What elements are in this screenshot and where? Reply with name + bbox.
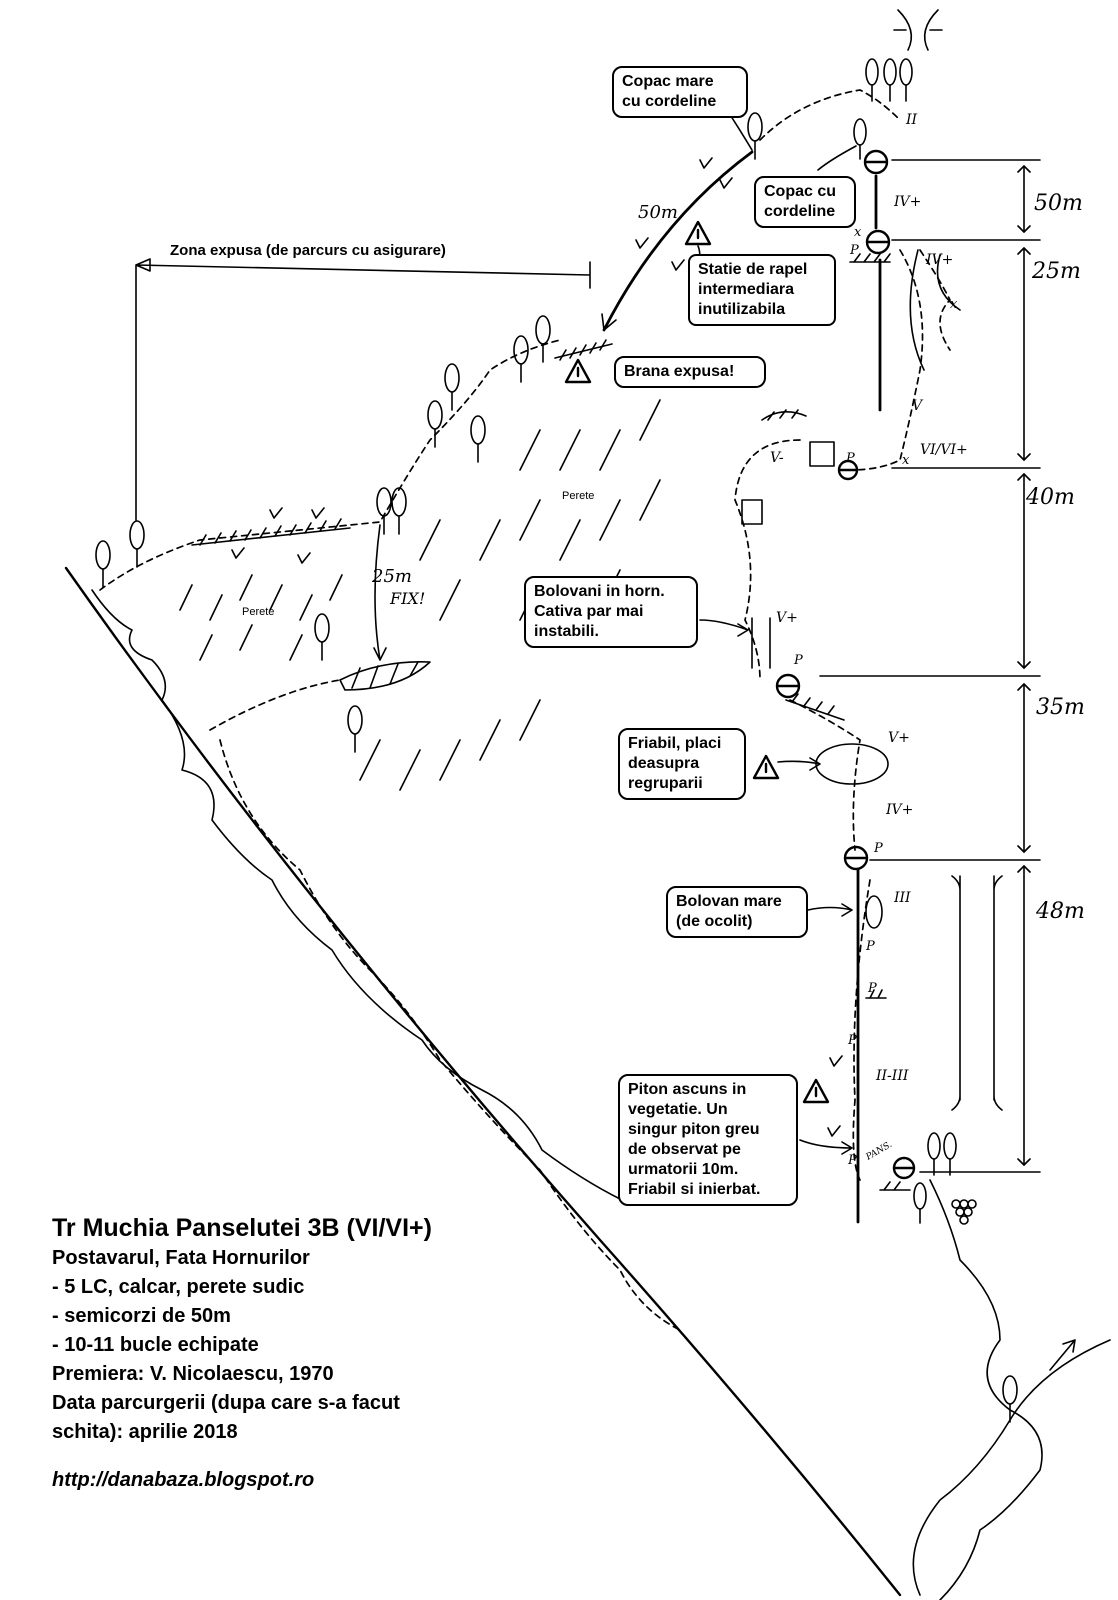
bolt-mark: x <box>854 225 862 240</box>
pitch-length-2: 25m <box>1031 259 1081 284</box>
valley-ridge-right <box>900 1180 1042 1600</box>
callout-big-boulder: Bolovan mare (de ocolit) <box>666 886 808 938</box>
pitch-length-scale <box>820 160 1040 1172</box>
callout-text: Statie de rapel <box>698 260 826 280</box>
pitch-length-1: 50m <box>1034 191 1083 216</box>
grade-label: IV+ <box>925 252 953 268</box>
callout-text: Copac cu <box>764 182 846 202</box>
pitch-length-3: 40m <box>1025 485 1075 510</box>
vegetation-cluster <box>952 1200 976 1224</box>
info-line: Postavarul, Fata Hornurilor <box>52 1244 572 1273</box>
fix-rope-line <box>374 525 386 660</box>
grade-label: V+ <box>888 730 910 746</box>
traverse-ledge <box>192 519 350 545</box>
callout-friable: Friabil, placi deasupra regruparii <box>618 728 746 800</box>
upper-traverse-path <box>100 340 560 590</box>
bolt-mark: x <box>902 453 910 468</box>
summit-gateway-symbol <box>894 10 942 50</box>
info-line: - 5 LC, calcar, perete sudic <box>52 1273 572 1302</box>
rappel-landing-ledge <box>340 662 430 690</box>
callout-text: deasupra <box>628 754 736 774</box>
callout-text: singur piton greu <box>628 1120 788 1140</box>
exposed-zone-bracket <box>136 259 590 520</box>
callout-text: Friabil, placi <box>628 734 736 754</box>
friable-zone <box>816 744 888 784</box>
callout-text: Friabil si inierbat. <box>628 1180 788 1200</box>
piton-mark: P <box>865 939 875 954</box>
piton-mark: P <box>847 1033 857 1048</box>
piton-mark: P <box>847 1153 857 1168</box>
callout-text: instabili. <box>534 622 688 642</box>
warning-icons <box>566 222 828 1102</box>
callout-text: urmatorii 10m. <box>628 1160 788 1180</box>
rappel-fix-label: FIX! <box>389 589 425 608</box>
pansy-mark: PANS. <box>864 1140 895 1163</box>
grade-label: V+ <box>776 610 798 626</box>
callout-text: de observat pe <box>628 1140 788 1160</box>
piton-mark: P <box>867 981 877 996</box>
info-line: Premiera: V. Nicolaescu, 1970 <box>52 1360 572 1389</box>
wall-label: Perete <box>562 490 594 502</box>
grade-label: V- <box>770 450 784 466</box>
exposed-zone-label: Zona expusa (de parcurs cu asigurare) <box>170 242 446 259</box>
callout-boulders: Bolovani in horn. Cativa par mai instabi… <box>524 576 698 648</box>
callout-text: (de ocolit) <box>676 912 798 932</box>
grade-label: VI/VI+ <box>920 442 968 458</box>
grade-label: V <box>912 398 924 414</box>
callout-text: Bolovani in horn. <box>534 582 688 602</box>
piton-mark: P <box>845 451 855 466</box>
grade-label: III <box>893 890 911 906</box>
route-info-block: Tr Muchia Panselutei 3B (VI/VI+) Postava… <box>52 1212 572 1492</box>
callout-text: vegetatie. Un <box>628 1100 788 1120</box>
callout-text: cu cordeline <box>622 92 738 112</box>
callout-text: Copac mare <box>622 72 738 92</box>
summit-path <box>760 90 900 140</box>
grade-label: IV+ <box>885 802 913 818</box>
pitch-length-4: 35m <box>1036 695 1085 720</box>
wall-label: Perete <box>242 606 274 618</box>
callout-exposed-ledge: Brana expusa! <box>614 356 766 388</box>
main-route <box>735 176 1002 1222</box>
rappel-length-25m: 25m <box>371 566 412 587</box>
callout-text: regruparii <box>628 774 736 794</box>
callout-big-tree: Copac mare cu cordeline <box>612 66 748 118</box>
grade-label: II <box>905 112 918 128</box>
info-line: - 10-11 bucle echipate <box>52 1331 572 1360</box>
callout-rappel-station: Statie de rapel intermediara inutilizabi… <box>688 254 836 326</box>
callout-text: Bolovan mare <box>676 892 798 912</box>
valley-ridge-far <box>913 1340 1110 1595</box>
chimney-block <box>742 500 762 524</box>
info-line: schita): aprilie 2018 <box>52 1418 572 1447</box>
callout-text: intermediara <box>698 280 826 300</box>
info-line: - semicorzi de 50m <box>52 1302 572 1331</box>
piton-mark: P <box>849 243 859 258</box>
ridge-edge-rough <box>92 590 622 1200</box>
bolt-mark: x <box>950 297 958 312</box>
info-line: Data parcurgerii (dupa care s-a facut <box>52 1389 572 1418</box>
route-ledges <box>762 254 910 1190</box>
callout-hidden-piton: Piton ascuns in vegetatie. Un singur pit… <box>618 1074 798 1206</box>
grade-label: II-III <box>875 1068 909 1084</box>
piton-mark: P <box>793 653 803 668</box>
rappel-length-50m: 50m <box>638 202 678 223</box>
callout-tree: Copac cu cordeline <box>754 176 856 228</box>
source-url[interactable]: http://danabaza.blogspot.ro <box>52 1469 572 1492</box>
callout-text: Brana expusa! <box>624 362 756 382</box>
grade-label: IV+ <box>893 194 921 210</box>
callout-text: cordeline <box>764 202 846 222</box>
callout-text: Cativa par mai <box>534 602 688 622</box>
piton-mark: P <box>873 841 883 856</box>
chimney-block <box>810 442 834 466</box>
callout-text: inutilizabila <box>698 300 826 320</box>
exposed-ledge-upper <box>555 340 612 360</box>
pitch-length-5: 48m <box>1035 899 1085 924</box>
route-title: Tr Muchia Panselutei 3B (VI/VI+) <box>52 1212 572 1244</box>
callout-text: Piton ascuns in <box>628 1080 788 1100</box>
